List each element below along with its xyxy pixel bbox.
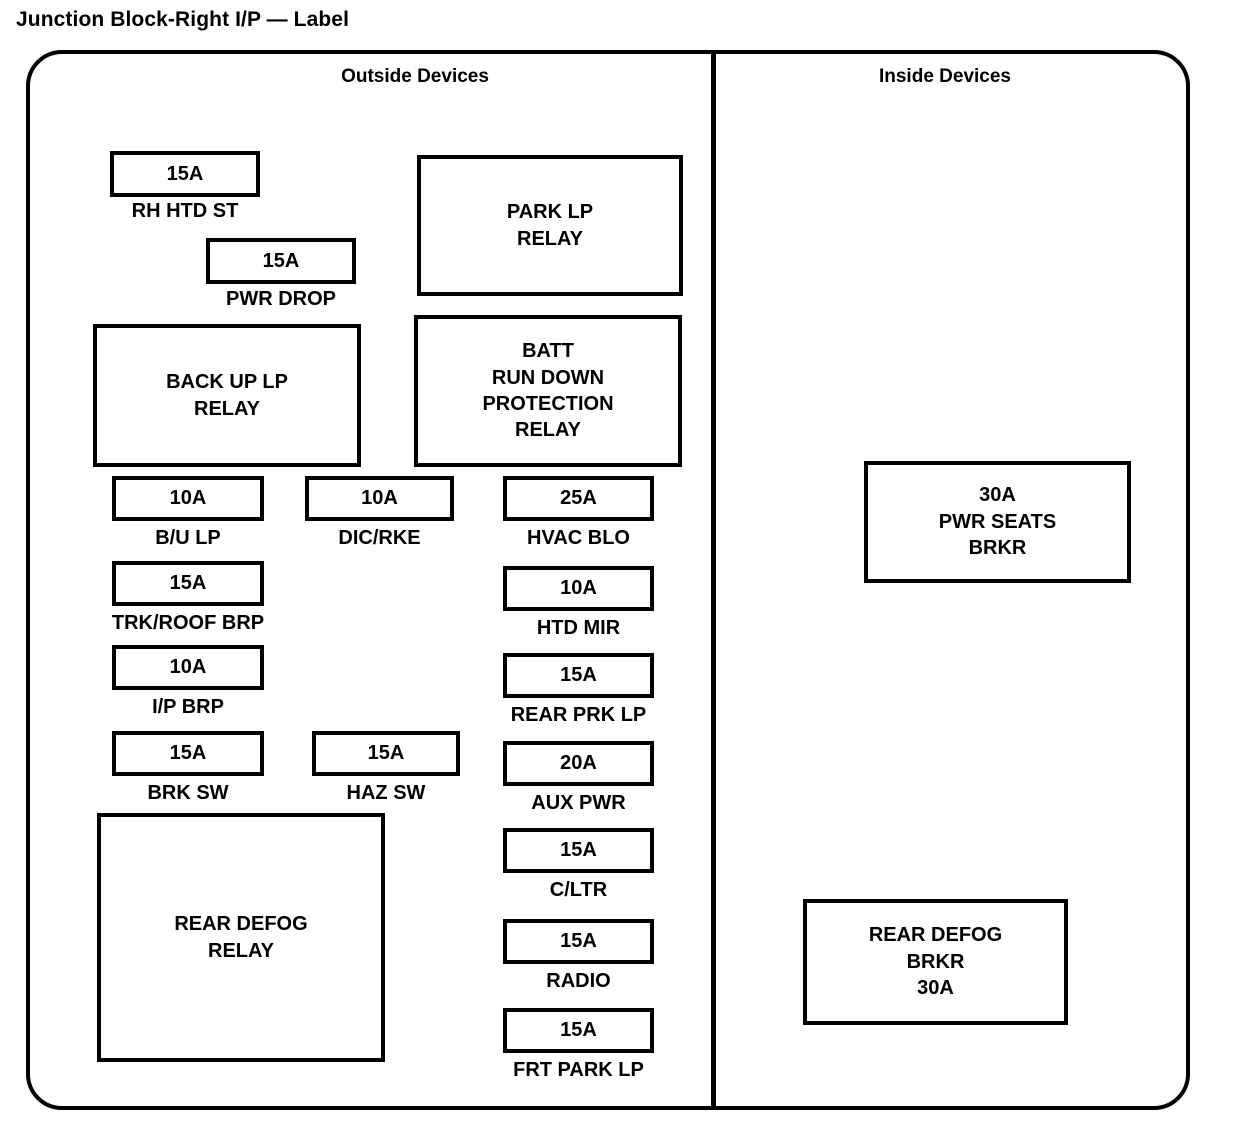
caption-frt-park-lp: FRT PARK LP — [513, 1059, 644, 1081]
caption-rh-htd-st: RH HTD ST — [131, 200, 239, 222]
caption-radio: RADIO — [546, 970, 611, 992]
caption-brk-sw: BRK SW — [147, 782, 229, 804]
caption-haz-sw: HAZ SW — [346, 782, 426, 804]
device-brk-sw[interactable]: 15A — [112, 731, 264, 776]
device-rh-htd-st[interactable]: 15A — [110, 151, 260, 197]
device-batt-run-down-protection-relay[interactable]: BATT RUN DOWN PROTECTION RELAY — [414, 315, 682, 467]
caption-pwr-drop: PWR DROP — [226, 288, 336, 310]
device-haz-sw[interactable]: 15A — [312, 731, 460, 776]
device-frt-park-lp[interactable]: 15A — [503, 1008, 654, 1053]
device-back-up-lp-relay[interactable]: BACK UP LP RELAY — [93, 324, 361, 467]
device-pwr-seats-brkr[interactable]: 30A PWR SEATS BRKR — [864, 461, 1131, 583]
caption-htd-mir: HTD MIR — [536, 617, 621, 639]
caption-rear-prk-lp: REAR PRK LP — [510, 704, 647, 726]
device-dic-rke[interactable]: 10A — [305, 476, 454, 521]
panel-divider — [711, 50, 716, 1110]
caption-trk-roof-brp: TRK/ROOF BRP — [111, 612, 265, 634]
device-rear-defog-relay[interactable]: REAR DEFOG RELAY — [97, 813, 385, 1062]
caption-aux-pwr: AUX PWR — [531, 792, 626, 814]
device-rear-defog-brkr[interactable]: REAR DEFOG BRKR 30A — [803, 899, 1068, 1025]
device-i-p-brp[interactable]: 10A — [112, 645, 264, 690]
device-c-ltr[interactable]: 15A — [503, 828, 654, 873]
caption-i-p-brp: I/P BRP — [152, 696, 224, 718]
device-rear-prk-lp[interactable]: 15A — [503, 653, 654, 698]
caption-hvac-blo: HVAC BLO — [527, 527, 630, 549]
device-radio[interactable]: 15A — [503, 919, 654, 964]
device-aux-pwr[interactable]: 20A — [503, 741, 654, 786]
device-pwr-drop[interactable]: 15A — [206, 238, 356, 284]
caption-c-ltr: C/LTR — [549, 879, 608, 901]
caption-dic-rke: DIC/RKE — [338, 527, 421, 549]
caption-b-u-lp: B/U LP — [155, 527, 221, 549]
device-hvac-blo[interactable]: 25A — [503, 476, 654, 521]
device-b-u-lp[interactable]: 10A — [112, 476, 264, 521]
page-title: Junction Block-Right I/P — Label — [16, 8, 350, 31]
panel-heading-outside-devices: Outside Devices — [341, 66, 489, 87]
device-trk-roof-brp[interactable]: 15A — [112, 561, 264, 606]
panel-heading-inside-devices: Inside Devices — [878, 66, 1012, 87]
device-htd-mir[interactable]: 10A — [503, 566, 654, 611]
device-park-lp-relay[interactable]: PARK LP RELAY — [417, 155, 683, 296]
